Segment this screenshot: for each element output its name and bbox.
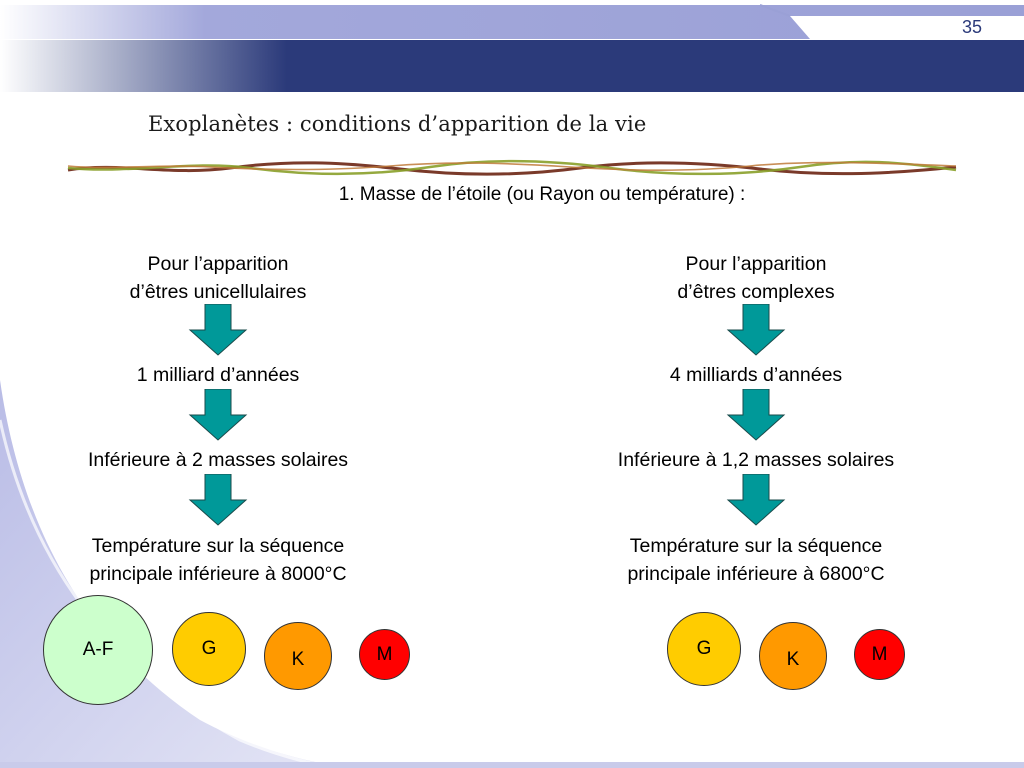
star-type-k-left: K	[264, 622, 332, 690]
right-age: 4 milliards d’années	[669, 364, 843, 386]
left-arrow-down-icon-3	[188, 474, 248, 526]
left-temperature-line-1: Température sur la séquence	[91, 535, 345, 557]
left-temperature: Température sur la séquence principale i…	[8, 532, 428, 588]
right-arrow-down-icon-3	[726, 474, 786, 526]
left-swoosh-edge	[0, 419, 341, 768]
right-heading-line-1: Pour l’apparition	[685, 253, 827, 275]
left-heading-line-2: d’êtres unicellulaires	[129, 281, 307, 303]
right-temperature-line-2: principale inférieure à 6800°C	[627, 563, 885, 585]
left-heading-line-1: Pour l’apparition	[147, 253, 289, 275]
left-heading: Pour l’apparition d’êtres unicellulaires	[8, 250, 428, 306]
star-type-m-right: M	[854, 629, 905, 680]
star-type-k-right: K	[759, 622, 827, 690]
header-notch-light	[790, 16, 1024, 39]
left-column: Pour l’apparition d’êtres unicellulaires…	[8, 250, 428, 590]
right-arrow-down-icon-2	[726, 389, 786, 441]
bottom-band	[0, 762, 1024, 768]
star-type-g-right: G	[667, 612, 741, 686]
garland-divider	[67, 159, 957, 176]
left-arrow-down-icon-1	[188, 304, 248, 356]
page-number: 35	[961, 17, 982, 37]
right-heading: Pour l’apparition d’êtres complexes	[546, 250, 966, 306]
left-arrow-down-icon-2	[188, 389, 248, 441]
right-temperature: Température sur la séquence principale i…	[546, 532, 966, 588]
right-mass: Inférieure à 1,2 masses solaires	[617, 449, 895, 471]
right-temperature-line-1: Température sur la séquence	[629, 535, 883, 557]
slide-title: Exoplanètes : conditions d’apparition de…	[148, 112, 647, 136]
left-temperature-line-2: principale inférieure à 8000°C	[89, 563, 347, 585]
slide-subtitle: 1. Masse de l’étoile (ou Rayon ou tempér…	[338, 184, 746, 205]
right-arrow-down-icon-1	[726, 304, 786, 356]
left-age: 1 milliard d’années	[136, 364, 300, 386]
star-type-m-left: M	[359, 629, 410, 680]
right-column: Pour l’apparition d’êtres complexes 4 mi…	[546, 250, 966, 590]
star-type-a-f: A-F	[43, 595, 153, 705]
header-dark-band	[0, 40, 1024, 92]
header-notch-line	[759, 4, 791, 17]
left-mass: Inférieure à 2 masses solaires	[87, 449, 349, 471]
right-heading-line-2: d’êtres complexes	[677, 281, 835, 303]
star-type-g-left: G	[172, 612, 246, 686]
